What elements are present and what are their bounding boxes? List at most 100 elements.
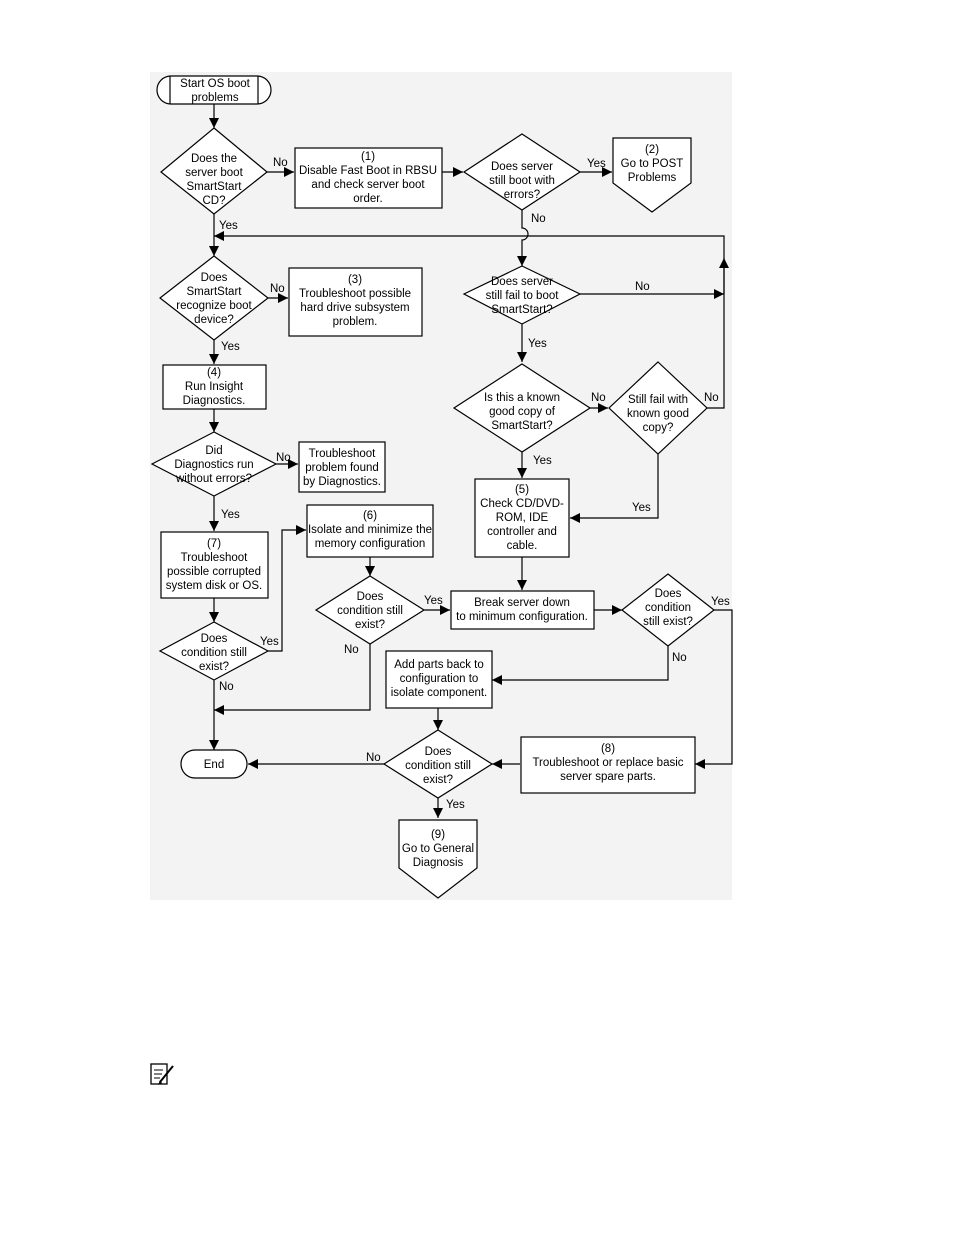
label-no: No xyxy=(366,752,381,764)
svg-text:copy?: copy? xyxy=(643,422,674,434)
svg-text:Troubleshoot: Troubleshoot xyxy=(181,552,249,564)
start-line-1: Start OS boot xyxy=(180,78,250,90)
start-terminator: Start OS boot problems xyxy=(156,75,272,105)
process-step-7: (7) Troubleshoot possible corrupted syst… xyxy=(160,531,269,599)
svg-text:(2): (2) xyxy=(645,144,659,156)
label-yes: Yes xyxy=(219,220,238,232)
svg-text:controller and: controller and xyxy=(487,526,557,538)
process-step-8: (8) Troubleshoot or replace basic server… xyxy=(520,736,696,794)
end-terminator: End xyxy=(180,749,248,779)
svg-text:ROM, IDE: ROM, IDE xyxy=(496,512,549,524)
svg-text:still fail to boot: still fail to boot xyxy=(486,290,560,302)
process-step-1: (1) Disable Fast Boot in RBSU and check … xyxy=(294,147,443,209)
svg-text:Does: Does xyxy=(655,588,682,600)
svg-text:(8): (8) xyxy=(601,743,615,755)
svg-text:by Diagnostics.: by Diagnostics. xyxy=(303,476,381,488)
svg-text:(1): (1) xyxy=(361,151,375,163)
svg-text:good copy of: good copy of xyxy=(489,406,556,418)
label-no: No xyxy=(635,281,650,293)
svg-text:cable.: cable. xyxy=(507,540,538,552)
svg-text:hard drive subsystem: hard drive subsystem xyxy=(300,302,409,314)
label-no: No xyxy=(273,157,288,169)
process-step-5: (5) Check CD/DVD- ROM, IDE controller an… xyxy=(474,478,570,558)
svg-text:recognize boot: recognize boot xyxy=(176,300,252,312)
process-step-4: (4) Run Insight Diagnostics. xyxy=(162,364,267,410)
svg-text:CD?: CD? xyxy=(202,195,225,207)
end-label: End xyxy=(204,759,224,771)
process-step-3: (3) Troubleshoot possible hard drive sub… xyxy=(288,267,423,337)
label-yes: Yes xyxy=(221,509,240,521)
decision-recognize-boot: Does SmartStart recognize boot device? xyxy=(159,255,269,341)
label-no: No xyxy=(591,392,606,404)
label-yes: Yes xyxy=(533,455,552,467)
svg-text:Troubleshoot or replace basic: Troubleshoot or replace basic xyxy=(532,757,683,769)
svg-text:Check CD/DVD-: Check CD/DVD- xyxy=(480,498,564,510)
svg-text:isolate component.: isolate component. xyxy=(391,687,488,699)
svg-text:Go to General: Go to General xyxy=(402,843,474,855)
svg-text:(6): (6) xyxy=(363,510,377,522)
svg-text:Does: Does xyxy=(201,272,228,284)
decision-still-fail: Still fail with known good copy? xyxy=(608,361,708,455)
label-no: No xyxy=(270,283,285,295)
svg-text:Did: Did xyxy=(205,445,222,457)
svg-text:Add parts back to: Add parts back to xyxy=(394,659,484,671)
svg-text:still exist?: still exist? xyxy=(643,616,693,628)
svg-text:problem found: problem found xyxy=(305,462,379,474)
svg-text:Does server: Does server xyxy=(491,276,553,288)
svg-text:device?: device? xyxy=(194,314,234,326)
label-no: No xyxy=(704,392,719,404)
process-troubleshoot-diagnostics: Troubleshoot problem found by Diagnostic… xyxy=(298,441,386,493)
svg-text:Still fail with: Still fail with xyxy=(628,394,688,406)
svg-text:(5): (5) xyxy=(515,484,529,496)
label-yes: Yes xyxy=(528,338,547,350)
svg-text:Is this a known: Is this a known xyxy=(484,392,560,404)
decision-diagnostics-errors: Did Diagnostics run without errors? xyxy=(150,431,278,497)
svg-text:(9): (9) xyxy=(431,829,445,841)
svg-text:(3): (3) xyxy=(348,274,362,286)
decision-known-copy: Is this a known good copy of SmartStart? xyxy=(452,363,592,453)
decision-fail-boot: Does server still fail to boot SmartStar… xyxy=(462,265,582,325)
offpage-step-2: (2) Go to POST Problems xyxy=(612,137,692,213)
svg-text:condition still: condition still xyxy=(337,605,403,617)
svg-text:condition still: condition still xyxy=(181,647,247,659)
decision-condition-break: Does condition still exist? xyxy=(621,573,715,647)
svg-text:problem.: problem. xyxy=(333,316,378,328)
label-yes: Yes xyxy=(424,595,443,607)
svg-text:Troubleshoot possible: Troubleshoot possible xyxy=(299,288,411,300)
svg-text:Does: Does xyxy=(201,633,228,645)
label-yes: Yes xyxy=(446,799,465,811)
svg-text:known good: known good xyxy=(627,408,689,420)
svg-text:Break server down: Break server down xyxy=(474,597,570,609)
svg-text:condition still: condition still xyxy=(405,760,471,772)
svg-text:errors?: errors? xyxy=(504,189,540,201)
label-no: No xyxy=(219,681,234,693)
svg-text:exist?: exist? xyxy=(199,661,229,673)
process-break-server: Break server down to minimum configurati… xyxy=(450,590,595,630)
svg-text:Disable Fast Boot in RBSU: Disable Fast Boot in RBSU xyxy=(299,165,437,177)
process-step-6: (6) Isolate and minimize the memory conf… xyxy=(306,504,434,558)
svg-text:server boot: server boot xyxy=(185,167,243,179)
start-line-2: problems xyxy=(191,92,239,104)
svg-text:Problems: Problems xyxy=(628,172,677,184)
svg-text:Diagnostics.: Diagnostics. xyxy=(183,395,246,407)
label-yes: Yes xyxy=(587,158,606,170)
label-no: No xyxy=(531,213,546,225)
svg-text:exist?: exist? xyxy=(355,619,385,631)
svg-text:memory configuration: memory configuration xyxy=(315,538,426,550)
label-yes: Yes xyxy=(260,636,279,648)
svg-text:exist?: exist? xyxy=(423,774,453,786)
branch-labels: No Yes No Yes No No Yes Yes No No No Yes… xyxy=(219,157,730,811)
svg-text:(7): (7) xyxy=(207,538,221,550)
svg-text:to minimum configuration.: to minimum configuration. xyxy=(456,611,588,623)
svg-text:server spare parts.: server spare parts. xyxy=(560,771,656,783)
svg-text:Does the: Does the xyxy=(191,153,237,165)
svg-text:Diagnosis: Diagnosis xyxy=(413,857,464,869)
svg-text:system disk or OS.: system disk or OS. xyxy=(166,580,263,592)
decision-condition-final: Does condition still exist? xyxy=(382,729,494,799)
label-no: No xyxy=(672,652,687,664)
label-yes: Yes xyxy=(711,596,730,608)
svg-text:Isolate and minimize the: Isolate and minimize the xyxy=(308,524,432,536)
svg-text:order.: order. xyxy=(353,193,382,205)
label-yes: Yes xyxy=(221,341,240,353)
